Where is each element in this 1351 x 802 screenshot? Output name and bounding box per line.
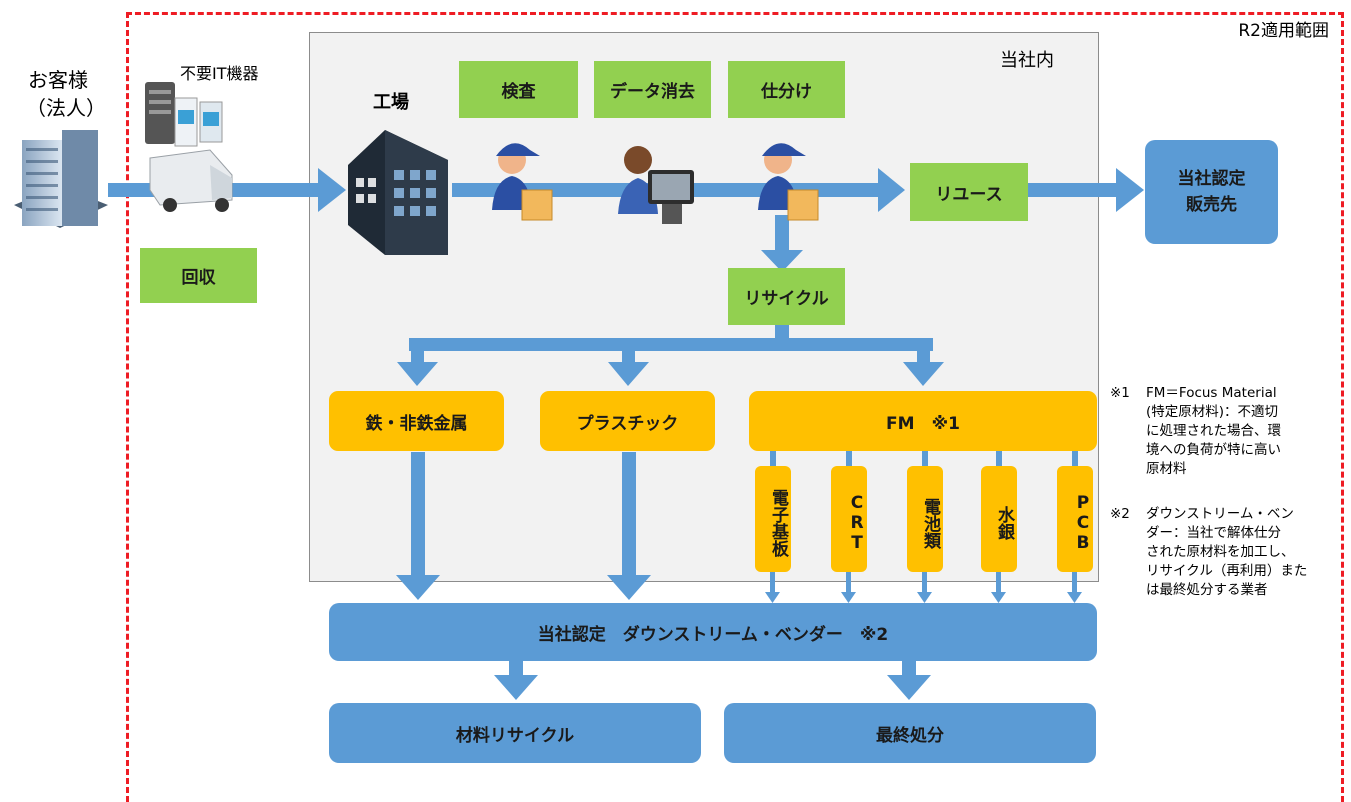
note2-line4: リサイクル（再利用）また [1146,563,1308,579]
note1-line1: FM＝Focus Material [1146,385,1277,401]
note-1: ※1 FM＝Focus Material (特定原材料)：不適切 に処理された場… [1110,384,1335,479]
flow-arrows [14,82,1144,700]
arrowhead-seller [1116,168,1144,212]
arrow-shaft-recycle [775,215,789,255]
arrowhead-reuse [878,168,905,212]
plastic-down-shaft [622,452,636,577]
customer-type-label: （法人） [26,96,106,120]
arrowhead-fm [903,362,944,386]
data-erasure-box: データ消去 [594,61,711,118]
company-area [309,32,1099,582]
customer-label: お客様 [28,68,88,92]
metal-box: 鉄・非鉄金属 [329,391,504,451]
note2-line5: は最終処分する業者 [1146,582,1268,598]
certified-seller-box: 当社認定 販売先 [1145,140,1278,244]
note-2: ※2 ダウンストリーム・ベン ダー：当社で解体仕分 された原材料を加工し、 リサ… [1110,505,1340,600]
it-equipment-truck-icon [145,82,233,212]
fm-item-circuit-board: 電子基板 [755,466,791,572]
fm-item-mercury: 水銀 [981,466,1017,572]
note2-line2: ダー：当社で解体仕分 [1146,525,1281,541]
metal-down-shaft [411,452,425,577]
distribution-bar [409,338,933,351]
company-label: 当社内 [1000,50,1054,71]
fm-item-battery: 電池類 [907,466,943,572]
arrowhead-metal [397,362,438,386]
it-equipment-label: 不要IT機器 [180,64,259,83]
fm-item-pcb: PCB [1057,466,1093,572]
fm-box: FM ※1 [749,391,1097,451]
note2-line1: ダウンストリーム・ベン [1146,506,1294,522]
office-building-icon [14,130,108,228]
final-disposal-box: 最終処分 [724,703,1096,763]
plastic-box: プラスチック [540,391,715,451]
arrowhead-material-recycle [494,675,538,700]
data-erasure-worker-icon [618,146,694,224]
metal-shaft [411,338,424,365]
note1-line2: (特定原材料)：不適切 [1146,404,1279,420]
sorting-box: 仕分け [728,61,845,118]
arrow-shaft-seller [1028,183,1120,197]
material-recycle-box: 材料リサイクル [329,703,701,763]
factory-label: 工場 [373,92,409,113]
fm-shaft [917,338,930,365]
plastic-shaft [622,338,635,365]
arrowhead-factory [318,168,346,212]
recycle-box: リサイクル [728,268,845,325]
sorting-worker-icon [758,143,819,221]
inspection-worker-icon [492,143,553,221]
scope-label: R2適用範囲 [1238,21,1329,41]
note1-line5: 原材料 [1146,461,1187,477]
seller-line2: 販売先 [1186,195,1237,215]
arrowhead-final-disposal [887,675,931,700]
inspection-box: 検査 [459,61,578,118]
reuse-box: リユース [910,163,1028,221]
arrowhead-plastic [608,362,649,386]
note1-mark: ※1 [1110,385,1130,401]
factory-icon [348,130,448,255]
downstream-vendor-box: 当社認定 ダウンストリーム・ベンダー ※2 [329,603,1097,661]
arrowhead-recycle [761,250,803,272]
note1-line3: に処理された場合、環 [1146,423,1281,439]
recycle-down-shaft [775,324,789,344]
seller-line1: 当社認定 [1177,169,1246,189]
fm-item-crt: CRT [831,466,867,572]
arrowhead-metal-downstream [396,575,440,600]
note2-line3: された原材料を加工し、 [1146,544,1295,560]
note2-mark: ※2 [1110,506,1130,522]
collect-box: 回収 [140,248,257,303]
arrowhead-plastic-downstream [607,575,651,600]
r2-scope-border [126,12,1344,802]
note1-line4: 境への負荷が特に高い [1146,442,1281,458]
